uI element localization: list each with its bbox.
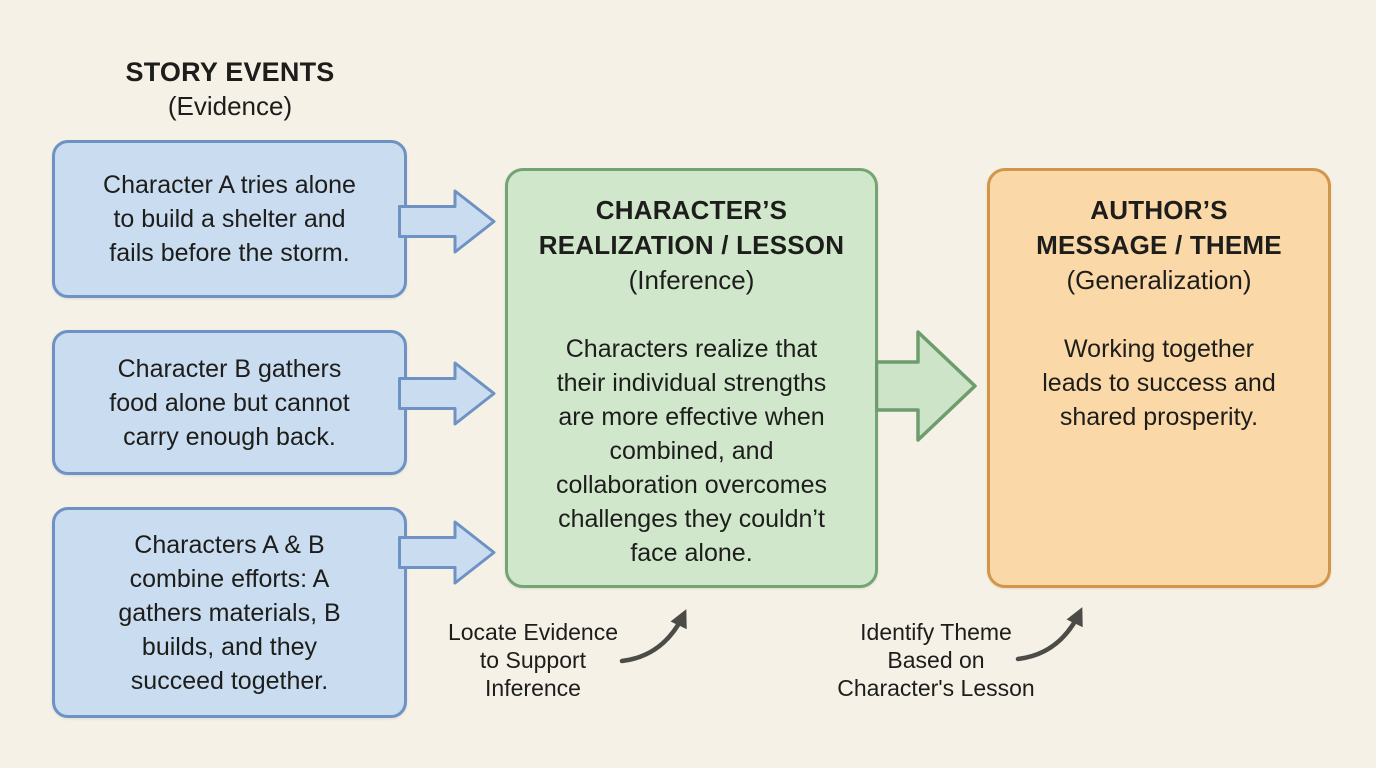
realization-box: CHARACTER’S REALIZATION / LESSON (Infere… bbox=[505, 168, 878, 588]
annotation-identify-theme: Identify Theme Based on Character's Less… bbox=[837, 619, 1035, 701]
realization-body: Characters realize that their individual… bbox=[556, 335, 827, 567]
annotation-curved-arrow-2-icon bbox=[1015, 607, 1083, 662]
evidence-box-1: Character A tries alone to build a shelt… bbox=[52, 140, 407, 298]
annotation-locate-evidence: Locate Evidence to Support Inference bbox=[447, 619, 619, 701]
realization-subtitle: (Inference) bbox=[628, 265, 755, 295]
evidence-box-2-text: Character B gathers food alone but canno… bbox=[109, 354, 350, 451]
flow-arrow-evidence-3-icon bbox=[398, 520, 496, 585]
evidence-box-3-text: Characters A & B combine efforts: A gath… bbox=[118, 530, 341, 695]
flow-arrow-evidence-1-icon bbox=[398, 189, 496, 254]
evidence-box-3: Characters A & B combine efforts: A gath… bbox=[52, 507, 407, 718]
story-events-subtitle: (Evidence) bbox=[167, 91, 293, 121]
evidence-box-2: Character B gathers food alone but canno… bbox=[52, 330, 407, 475]
evidence-box-1-text: Character A tries alone to build a shelt… bbox=[103, 171, 356, 267]
theme-box: AUTHOR’S MESSAGE / THEME (Generalization… bbox=[987, 168, 1331, 588]
story-events-title: STORY EVENTS bbox=[125, 57, 335, 87]
theme-body: Working together leads to success and sh… bbox=[1042, 335, 1276, 431]
theme-title: AUTHOR’S MESSAGE / THEME bbox=[1036, 195, 1282, 260]
annotation-curved-arrow-1-icon bbox=[619, 609, 687, 664]
realization-title: CHARACTER’S REALIZATION / LESSON bbox=[538, 195, 845, 260]
flow-arrow-realization-icon bbox=[875, 330, 977, 442]
flow-arrow-evidence-2-icon bbox=[398, 361, 496, 426]
theme-subtitle: (Generalization) bbox=[1066, 265, 1252, 295]
